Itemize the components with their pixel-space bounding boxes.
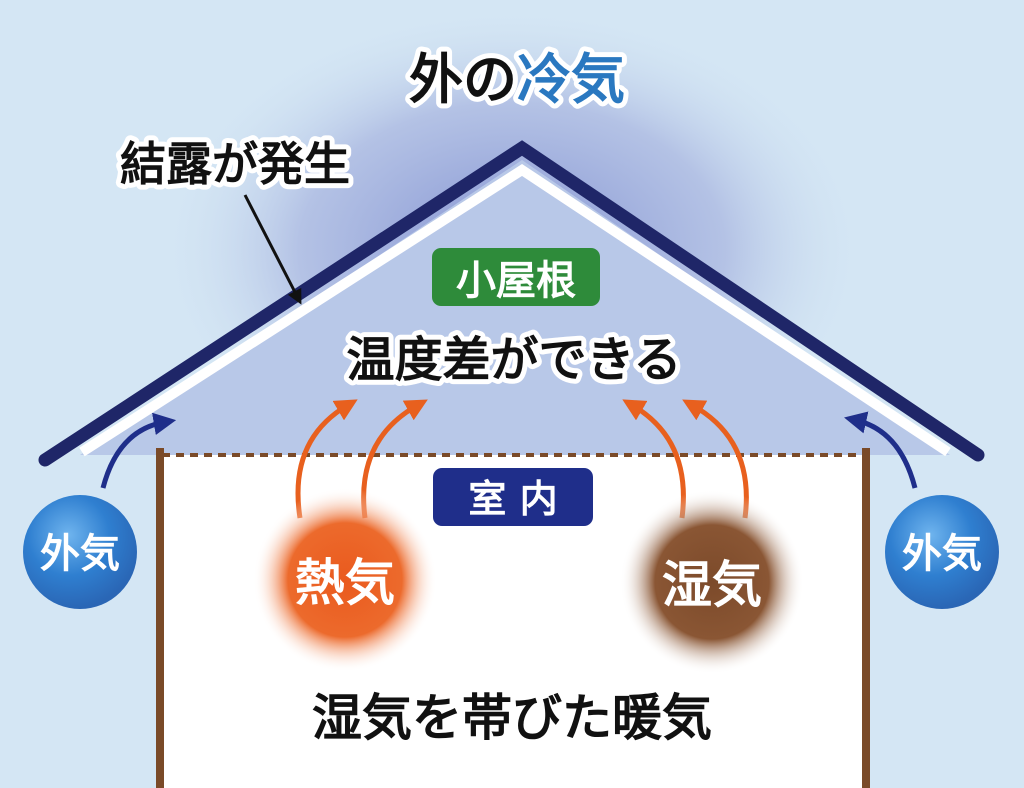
room-badge [433,468,593,526]
outside-air-ball-left [23,495,137,609]
condensation-arrow [243,194,302,305]
heat-glow [253,488,437,672]
outside-air-arrow-left [100,412,177,489]
attic-badge-label: 小屋根 [456,258,576,304]
attic-space [80,160,950,455]
moisture-label: 湿気 [662,556,762,614]
moisture-glow [620,490,804,674]
warm-moist-air-caption: 湿気を帯びた暖気 [312,689,712,747]
cold-air-title: 外の冷気 [409,48,625,111]
outside-air-arrow-right [844,411,918,489]
outside-air-label-left: 外気 [40,531,120,577]
room-badge-label: 室 内 [468,477,557,521]
ceiling-insulation [79,164,951,457]
outside-air-label-right: 外気 [902,531,982,577]
attic-badge [432,248,600,306]
outside-air-ball-right [885,495,999,609]
temperature-difference-caption: 温度差ができる [346,332,681,388]
condensation-label: 結露が発生 [120,137,350,191]
roof-line [38,140,985,467]
heat-label: 熱気 [295,554,395,612]
